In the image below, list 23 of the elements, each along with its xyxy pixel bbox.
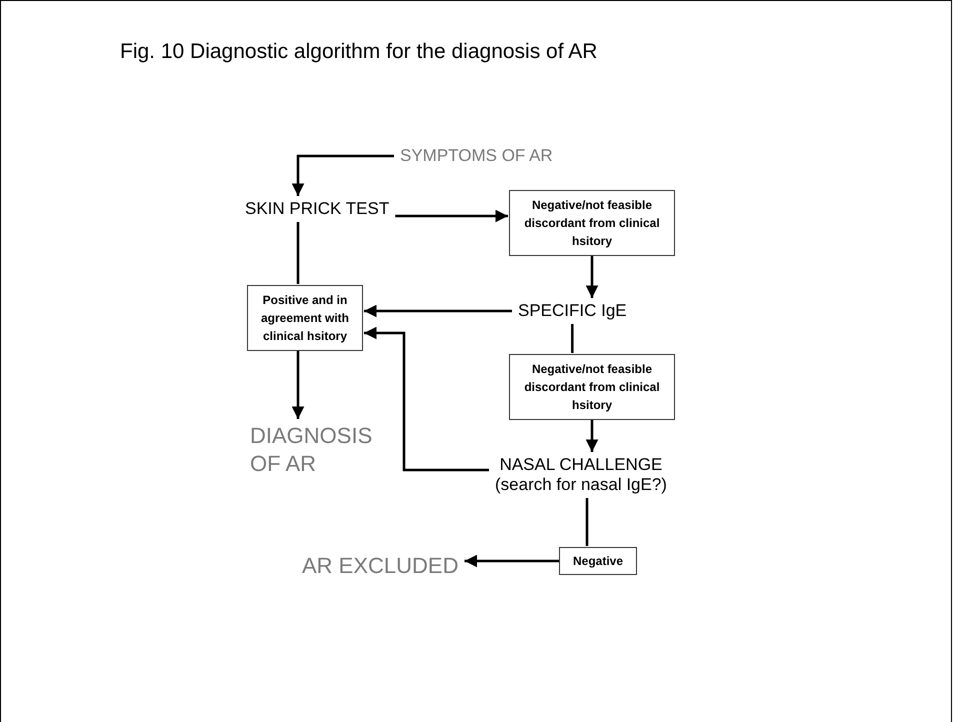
step-text: NASAL CHALLENGE bbox=[498, 455, 664, 475]
arrow bbox=[395, 210, 508, 222]
arrow bbox=[364, 304, 512, 318]
arrow bbox=[364, 326, 489, 472]
outcome-text: AR EXCLUDED bbox=[302, 552, 458, 580]
step-text: SPECIFIC IgE bbox=[518, 301, 627, 321]
connector-line bbox=[586, 498, 588, 546]
outcome-text: DIAGNOSIS OF AR bbox=[250, 422, 375, 478]
figure-title: Fig. 10 Diagnostic algorithm for the diagnosis of AR bbox=[120, 40, 598, 64]
step-note: (search for nasal IgE?) bbox=[495, 475, 667, 495]
condition-box: Negative/not feasible discordant from clinical hsitory bbox=[509, 190, 675, 256]
condition-box: Positive and in agreement with clinical hsitory bbox=[247, 285, 363, 351]
connector-line bbox=[296, 222, 300, 284]
arrow bbox=[292, 351, 304, 419]
connector-line bbox=[571, 324, 574, 353]
arrow bbox=[464, 554, 559, 568]
condition-box: Negative/not feasible discordant from clinical hsitory bbox=[509, 354, 675, 420]
step-text: SKIN PRICK TEST bbox=[245, 199, 390, 219]
arrow bbox=[292, 154, 394, 196]
arrow bbox=[586, 256, 598, 298]
start-text: SYMPTOMS OF AR bbox=[400, 146, 553, 166]
condition-box: Negative bbox=[559, 547, 637, 575]
arrow bbox=[586, 420, 598, 452]
